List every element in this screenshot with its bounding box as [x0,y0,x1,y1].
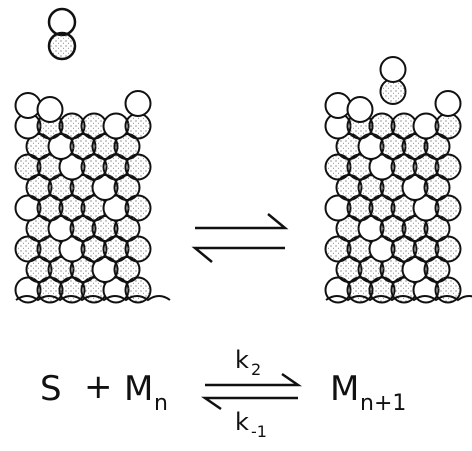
subunit-sphere [434,112,462,140]
plus-sign: + [84,367,113,407]
subunit-sphere [434,194,462,222]
subunit-sphere [423,133,451,160]
polymer-mn1-symbol: M [330,369,359,409]
polymer-base-edge [15,295,171,302]
forward-rate-subscript: 2 [251,360,261,379]
subunit-sphere [36,96,64,123]
polymer-left [14,90,171,304]
subunit-sphere [423,256,451,283]
reverse-half-arrow-small [200,396,298,411]
forward-half-arrow-large [195,213,289,230]
forward-half-arrow-small [205,372,303,387]
free-subunit-top [47,7,77,37]
polymer-mn-symbol: M [124,369,153,409]
subunit-sphere [113,174,141,201]
free-subunit-bottom [47,31,77,61]
forward-rate-symbol: k [235,346,249,374]
polymer-right [324,56,472,304]
subunit-sphere [346,96,374,123]
subunit-sphere [124,194,152,222]
subunit-sphere [124,112,152,140]
free-subunit [47,7,77,61]
subunit-sphere [434,90,462,117]
subunit-sphere [113,215,141,242]
reverse-half-arrow-large [191,246,285,263]
subunit-sphere [113,133,141,160]
reactant-s: S [40,369,62,409]
subunit-sphere [14,92,42,119]
subunit-sphere [379,56,407,83]
subunit-sphere [423,215,451,242]
subunit-sphere [113,256,141,283]
reverse-rate-symbol: k [235,408,249,436]
equilibrium-arrows-large [191,213,289,263]
subunit-sphere [124,153,152,181]
subunit-sphere [324,92,352,119]
reverse-rate-subscript: -1 [251,422,267,441]
polymer-mn1-subscript: n+1 [360,391,406,416]
subunit-sphere [124,235,152,263]
subunit-sphere [423,174,451,201]
reaction-equation: S + M n k 2 k -1 M n+1 [40,346,406,441]
subunit-sphere [434,235,462,263]
subunit-sphere [124,90,152,117]
polymer-base-edge [325,295,472,302]
subunit-sphere [434,153,462,181]
polymer-mn-subscript: n [154,391,168,416]
